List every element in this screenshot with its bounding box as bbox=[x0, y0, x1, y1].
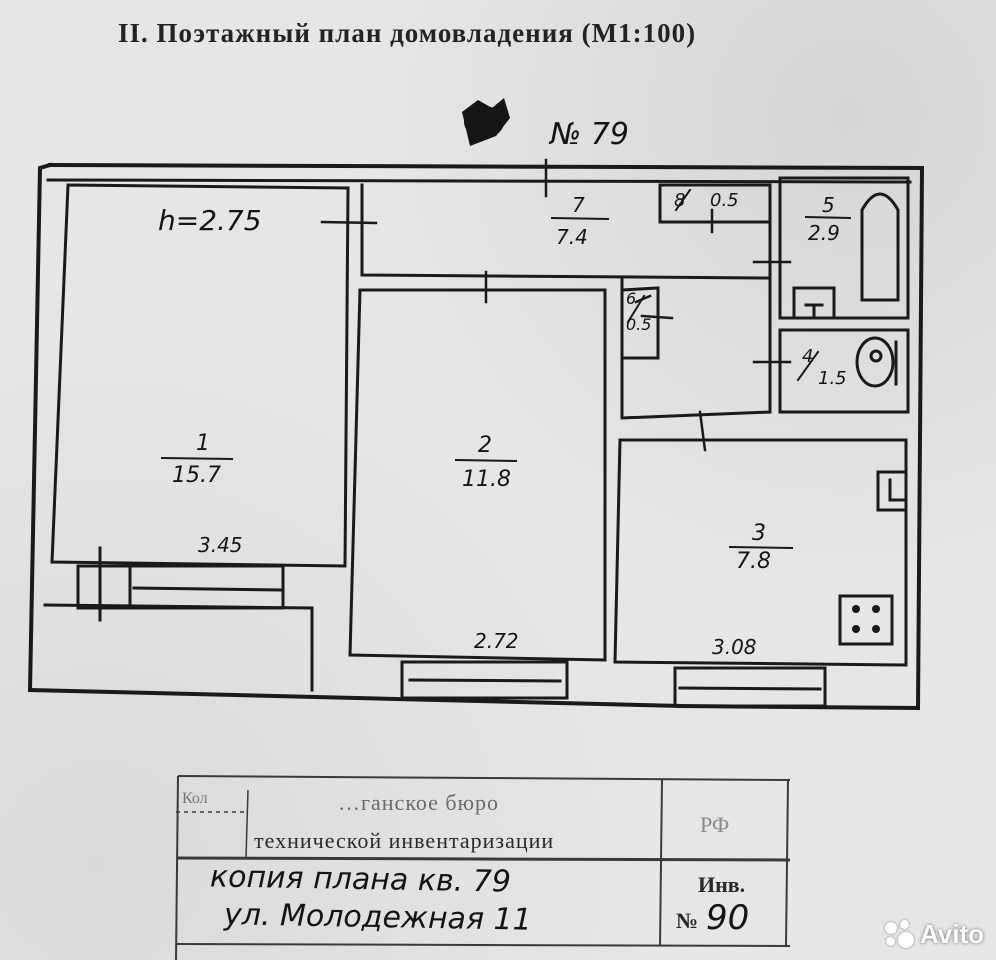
balcony bbox=[43, 546, 314, 692]
room-1-area: 15.7 bbox=[172, 463, 221, 488]
north-arrow-mark bbox=[462, 98, 510, 146]
stamp-cell-label: Кол bbox=[182, 790, 208, 807]
stamp-inv-no-label: № bbox=[676, 908, 699, 933]
room-8-number: 8 bbox=[674, 190, 685, 211]
room-3-walls bbox=[613, 438, 908, 708]
room-2-number: 2 bbox=[478, 433, 492, 458]
apartment-number: № 79 bbox=[548, 117, 629, 152]
room-8-walls bbox=[658, 183, 770, 224]
room-1-number: 1 bbox=[196, 431, 210, 456]
room-7-number: 7 bbox=[572, 193, 585, 217]
room-4-walls bbox=[778, 328, 910, 414]
stamp-country: РФ bbox=[700, 812, 730, 837]
stamp-handwritten-copy: копия плана кв. 79 bbox=[209, 859, 512, 900]
room-5-area: 2.9 bbox=[808, 221, 840, 245]
door-marks bbox=[320, 158, 792, 452]
avito-watermark: Avito bbox=[884, 919, 984, 950]
stamp-frame bbox=[175, 775, 791, 960]
stamp-inv-number: 90 bbox=[706, 898, 750, 938]
room-4-number: 4 bbox=[802, 346, 813, 367]
room-8-area: 0.5 bbox=[710, 190, 739, 211]
room-4-area: 1.5 bbox=[818, 368, 847, 389]
stamp-handwritten-address: ул. Молодежная 11 bbox=[223, 897, 533, 938]
room-6-number: 6 bbox=[626, 289, 636, 308]
label-lines bbox=[160, 188, 852, 550]
avito-logo-icon bbox=[884, 919, 914, 950]
stamp-bureau-line: …ганское бюро bbox=[338, 790, 500, 815]
outer-wall bbox=[27, 162, 925, 711]
room-2-walls bbox=[348, 288, 607, 700]
stove-burners bbox=[852, 605, 880, 633]
ceiling-height: h=2.75 bbox=[158, 204, 262, 237]
stamp-inv-label: Инв. bbox=[698, 872, 746, 897]
avito-text: Avito bbox=[919, 919, 984, 949]
room-7-walls bbox=[360, 183, 772, 420]
room-5-number: 5 bbox=[822, 193, 835, 217]
room-3-area: 7.8 bbox=[736, 549, 771, 574]
room-6-area: 0.5 bbox=[626, 315, 651, 334]
room-5-walls bbox=[778, 176, 910, 320]
room-1-width: 3.45 bbox=[198, 533, 243, 557]
stamp-bureau-line-2: технической инвентаризации bbox=[254, 828, 555, 853]
room-2-area: 11.8 bbox=[462, 467, 511, 492]
room-3-number: 3 bbox=[752, 521, 766, 546]
room-3-width: 3.08 bbox=[712, 635, 757, 659]
room-2-width: 2.72 bbox=[474, 629, 519, 653]
room-1-walls bbox=[50, 183, 350, 568]
plan-title: II. Поэтажный план домовладения (М1:100) bbox=[118, 18, 697, 48]
room-6-walls bbox=[620, 286, 660, 360]
room-7-area: 7.4 bbox=[556, 225, 588, 249]
